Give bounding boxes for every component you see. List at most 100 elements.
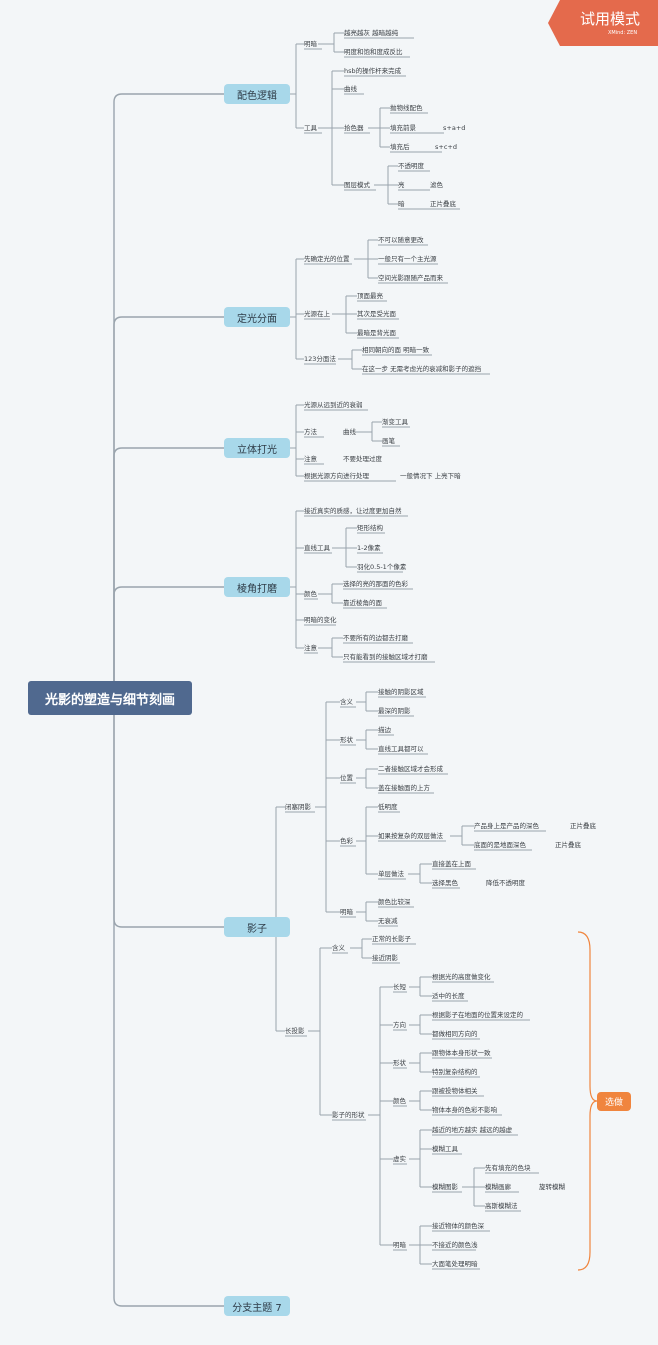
subtopic-label[interactable]: 色彩: [340, 837, 353, 845]
subtopic-label[interactable]: 靠近棱角的面: [343, 599, 382, 607]
subtopic-label[interactable]: 填充后: [390, 143, 410, 151]
subtopic-label[interactable]: 正片叠底: [430, 200, 456, 208]
subtopic-shadow-shape[interactable]: 影子的形状: [332, 1111, 365, 1119]
subtopic-label[interactable]: 暗: [398, 200, 405, 208]
subtopic-label[interactable]: 大面笔处理明暗: [432, 1260, 478, 1268]
subtopic-light-position[interactable]: 先确定光的位置: [304, 255, 350, 263]
subtopic-label[interactable]: 二者接触区域才会形成: [378, 765, 443, 773]
subtopic-line-tool[interactable]: 直线工具: [304, 544, 330, 552]
main-topic-edge-polish[interactable]: 棱角打磨: [224, 577, 290, 597]
main-topic-3d-lighting[interactable]: 立体打光: [224, 438, 290, 458]
subtopic-label[interactable]: 高斯模糊法: [485, 1202, 518, 1210]
subtopic-label[interactable]: 先有填充的色块: [485, 1164, 531, 1172]
subtopic-label[interactable]: 直接盖在上面: [432, 860, 471, 868]
subtopic-label[interactable]: 不可以随意更改: [378, 236, 424, 244]
subtopic-label[interactable]: 形状: [393, 1059, 406, 1067]
subtopic-label[interactable]: 底面的是地面深色: [474, 841, 526, 849]
subtopic-label[interactable]: 旋转模糊: [539, 1183, 565, 1191]
subtopic-label[interactable]: 如果按复杂的双层做法: [378, 832, 443, 840]
subtopic-label[interactable]: 一般情况下 上亮下暗: [400, 472, 461, 480]
subtopic-label[interactable]: 降低不透明度: [486, 879, 525, 887]
subtopic-method[interactable]: 方法: [304, 428, 317, 436]
subtopic-label[interactable]: 1-2像素: [357, 544, 381, 552]
subtopic-label[interactable]: 光源从远到近的衰弱: [304, 401, 363, 409]
subtopic-label[interactable]: 直线工具都可以: [378, 745, 424, 753]
subtopic-label[interactable]: 根据光的高度做变化: [432, 973, 491, 981]
subtopic-label[interactable]: 选择的亮的那面的色彩: [343, 580, 408, 588]
subtopic-label[interactable]: 都做相同方向的: [432, 1030, 478, 1038]
trial-mode-badge[interactable]: 试用模式 XMind: ZEN: [548, 0, 658, 46]
subtopic-label[interactable]: 明度和饱和度成反比: [344, 48, 403, 56]
subtopic-label[interactable]: s+a+d: [443, 124, 466, 132]
subtopic-label[interactable]: 跟物体本身形状一致: [432, 1049, 491, 1057]
subtopic-label[interactable]: 空间光影跟随产品而来: [378, 274, 443, 282]
subtopic-label[interactable]: 接近真实的质感，让过度更加自然: [304, 507, 402, 515]
subtopic-label[interactable]: 含义: [332, 944, 345, 952]
subtopic-long-shadow[interactable]: 长投影: [285, 1027, 305, 1035]
subtopic-label[interactable]: 单层做法: [378, 870, 404, 878]
subtopic-label[interactable]: s+c+d: [435, 143, 457, 151]
subtopic-label[interactable]: 长短: [393, 983, 406, 991]
subtopic-label[interactable]: 接近阴影: [372, 954, 398, 962]
subtopic-label[interactable]: 接触的阴影区域: [378, 688, 424, 696]
subtopic-tools[interactable]: 工具: [304, 124, 317, 132]
subtopic-light-dark[interactable]: 明暗: [304, 40, 317, 48]
subtopic-label[interactable]: 颜色比较深: [378, 898, 411, 906]
subtopic-label[interactable]: 物体本身的色彩不影响: [432, 1106, 497, 1114]
subtopic-label[interactable]: 正常的长影子: [372, 935, 411, 943]
subtopic-label[interactable]: 明暗: [340, 908, 353, 916]
subtopic-label[interactable]: 曲线: [343, 428, 356, 436]
subtopic-label[interactable]: 根据光源方向进行处理: [304, 472, 369, 480]
subtopic-label[interactable]: 模糊画廊: [485, 1183, 511, 1191]
subtopic-label[interactable]: 不接近的颜色浅: [432, 1241, 478, 1249]
subtopic-label[interactable]: 不透明度: [398, 162, 424, 170]
subtopic-label[interactable]: 选择黑色: [432, 879, 458, 887]
subtopic-caution-edges[interactable]: 注意: [304, 644, 317, 652]
subtopic-label[interactable]: 盖在接触面的上方: [378, 784, 430, 792]
subtopic-label[interactable]: 最深的阴影: [378, 707, 411, 715]
main-topic-shadow[interactable]: 影子: [224, 917, 290, 937]
subtopic-label[interactable]: 特别复杂结构的: [432, 1068, 478, 1076]
subtopic-label[interactable]: 矩形结构: [357, 524, 383, 532]
main-topic-branch-7[interactable]: 分支主题 7: [224, 1296, 290, 1316]
main-topic-light-planes[interactable]: 定光分面: [224, 307, 290, 327]
subtopic-label[interactable]: 越近的地方越实 越远的越虚: [432, 1126, 513, 1134]
subtopic-label[interactable]: 产品身上是产品的深色: [474, 822, 539, 830]
subtopic-label[interactable]: 含义: [340, 698, 353, 706]
subtopic-label[interactable]: 不要处理过度: [343, 455, 382, 463]
subtopic-label[interactable]: 方向: [393, 1021, 406, 1029]
subtopic-label[interactable]: 适中的长度: [432, 992, 465, 1000]
subtopic-label[interactable]: 相同朝向的面 明暗一致: [362, 346, 430, 354]
subtopic-123-method[interactable]: 123分面法: [304, 355, 336, 363]
subtopic-color-picker[interactable]: 拾色器: [344, 124, 364, 132]
subtopic-label[interactable]: 模糊工具: [432, 1145, 458, 1153]
subtopic-label[interactable]: 接近物体的颜色深: [432, 1222, 484, 1230]
subtopic-label[interactable]: 虚实: [393, 1155, 406, 1163]
subtopic-label[interactable]: 位置: [340, 774, 353, 782]
main-topic-color-logic[interactable]: 配色逻辑: [224, 84, 290, 104]
subtopic-label[interactable]: 明暗: [393, 1241, 406, 1249]
subtopic-label[interactable]: 画笔: [382, 437, 395, 445]
subtopic-label[interactable]: 低明度: [378, 803, 398, 811]
subtopic-layer-mode[interactable]: 图层模式: [344, 181, 370, 189]
subtopic-label[interactable]: 亮: [398, 181, 405, 189]
subtopic-label[interactable]: 不要所有的边都去打磨: [343, 634, 408, 642]
subtopic-label[interactable]: 描边: [378, 726, 391, 734]
subtopic-label[interactable]: 填充前景: [390, 124, 416, 132]
subtopic-color[interactable]: 颜色: [304, 590, 317, 598]
subtopic-label[interactable]: 无衰减: [378, 917, 398, 925]
subtopic-label[interactable]: 明暗的变化: [304, 616, 337, 624]
subtopic-label[interactable]: 正片叠底: [570, 822, 596, 830]
summary-label[interactable]: 选做: [597, 1092, 631, 1111]
subtopic-caution[interactable]: 注意: [304, 455, 317, 463]
subtopic-label[interactable]: 渐变工具: [382, 418, 408, 426]
subtopic-label[interactable]: 形状: [340, 736, 353, 744]
subtopic-label[interactable]: 羽化0.5-1个像素: [357, 563, 407, 571]
subtopic-label[interactable]: 曲线: [344, 85, 357, 93]
subtopic-label[interactable]: 根据影子在地面的位置来设定的: [432, 1011, 523, 1019]
subtopic-label[interactable]: 只有能看到的接触区域才打磨: [343, 653, 428, 661]
root-topic[interactable]: 光影的塑造与细节刻画: [28, 681, 192, 715]
subtopic-label[interactable]: 抛物线配色: [390, 104, 423, 112]
subtopic-label[interactable]: 顶面最亮: [357, 292, 383, 300]
subtopic-label[interactable]: 一般只有一个主光源: [378, 255, 437, 263]
